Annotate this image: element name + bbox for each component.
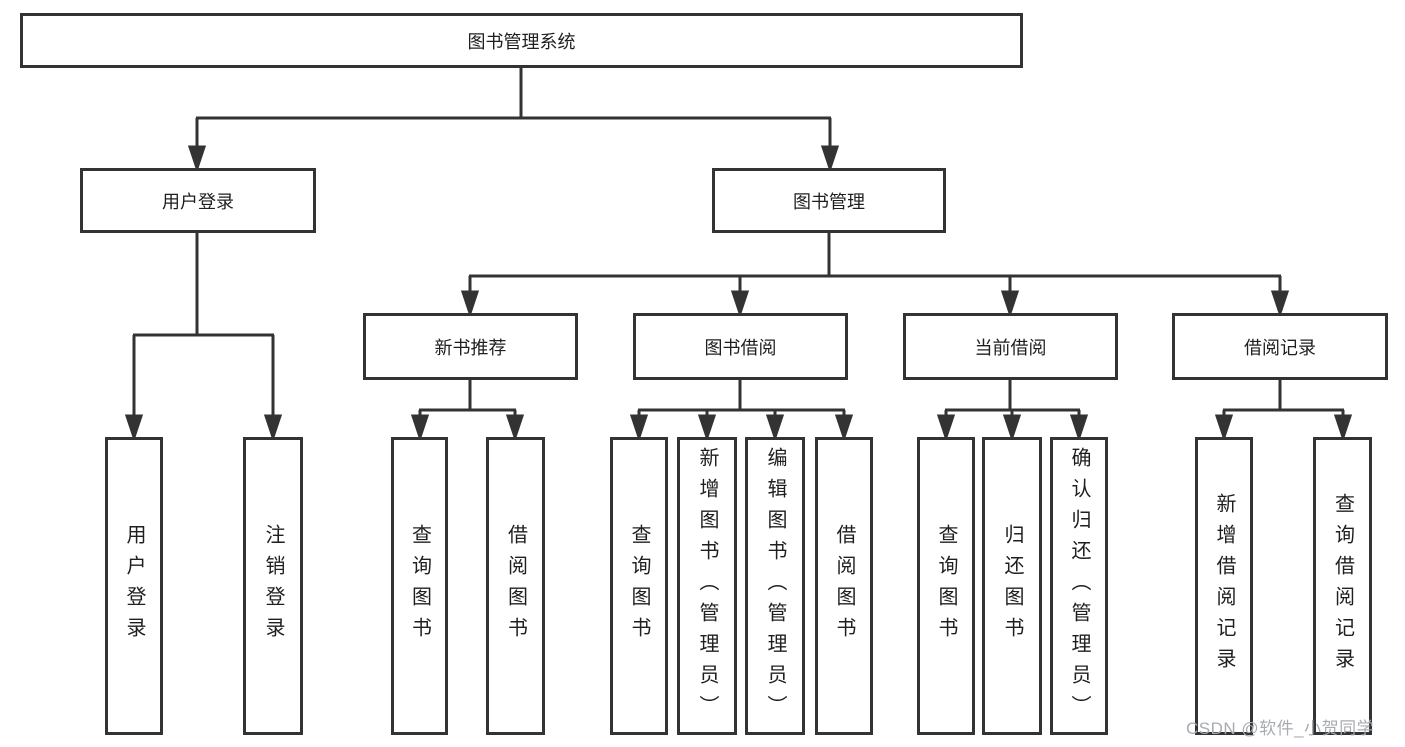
node-new-book-recommend: 新书推荐 [363, 313, 578, 380]
leaf-bb-query-books: 查询图书 [610, 437, 668, 735]
csdn-watermark: CSDN @软件_小贺同学 [1186, 719, 1375, 738]
leaf-nbr-borrow-books: 借阅图书 [486, 437, 545, 735]
node-current-borrow: 当前借阅 [903, 313, 1118, 380]
leaf-label: 借阅图书 [504, 524, 527, 648]
node-label: 用户登录 [162, 191, 234, 212]
leaf-br-add-record: 新增借阅记录 [1195, 437, 1253, 735]
node-label: 借阅记录 [1244, 337, 1316, 358]
leaf-logout: 注销登录 [243, 437, 303, 735]
leaf-cb-query-books: 查询图书 [917, 437, 975, 735]
leaf-br-query-record: 查询借阅记录 [1313, 437, 1372, 735]
node-label: 图书管理系统 [467, 31, 576, 52]
leaf-user-login: 用户登录 [105, 437, 163, 735]
leaf-cb-return-books: 归还图书 [982, 437, 1042, 735]
node-book-management: 图书管理 [712, 168, 946, 233]
node-borrow-records: 借阅记录 [1172, 313, 1388, 380]
leaf-label: 用户登录 [123, 524, 145, 648]
leaf-cb-confirm-return-admin: 确认归还（管理员） [1050, 437, 1108, 735]
node-label: 新书推荐 [434, 337, 507, 358]
node-label: 图书借阅 [704, 337, 777, 358]
node-label: 图书管理 [793, 191, 865, 212]
leaf-label: 编辑图书（管理员） [764, 446, 786, 726]
leaf-label: 新增借阅记录 [1213, 493, 1235, 679]
leaf-bb-borrow-books: 借阅图书 [815, 437, 873, 735]
node-label: 当前借阅 [974, 337, 1047, 358]
connector-user-login-to-leaves [124, 233, 283, 442]
leaf-label: 新增图书（管理员） [696, 446, 718, 726]
connector-new-book-recommend-to-leaves [410, 380, 525, 442]
leaf-label: 查询借阅记录 [1331, 493, 1354, 679]
node-book-borrow: 图书借阅 [633, 313, 848, 380]
leaf-label: 注销登录 [262, 524, 284, 648]
connector-current-borrow-to-leaves [936, 380, 1089, 442]
leaf-bb-add-books-admin: 新增图书（管理员） [677, 437, 737, 735]
leaf-label: 查询图书 [628, 524, 650, 648]
node-library-management-system: 图书管理系统 [20, 13, 1023, 68]
connector-borrow-records-to-leaves [1214, 380, 1353, 442]
leaf-label: 查询图书 [408, 524, 431, 648]
leaf-bb-edit-books-admin: 编辑图书（管理员） [745, 437, 805, 735]
leaf-label: 归还图书 [1001, 524, 1023, 648]
leaf-label: 确认归还（管理员） [1068, 446, 1090, 726]
connector-book-borrow-to-leaves [629, 380, 854, 442]
leaf-nbr-query-books: 查询图书 [391, 437, 448, 735]
connector-root-to-level2 [187, 68, 840, 173]
connector-book-management-to-level3 [460, 233, 1290, 318]
leaf-label: 借阅图书 [833, 524, 855, 648]
leaf-label: 查询图书 [935, 524, 957, 648]
node-user-login: 用户登录 [80, 168, 316, 233]
